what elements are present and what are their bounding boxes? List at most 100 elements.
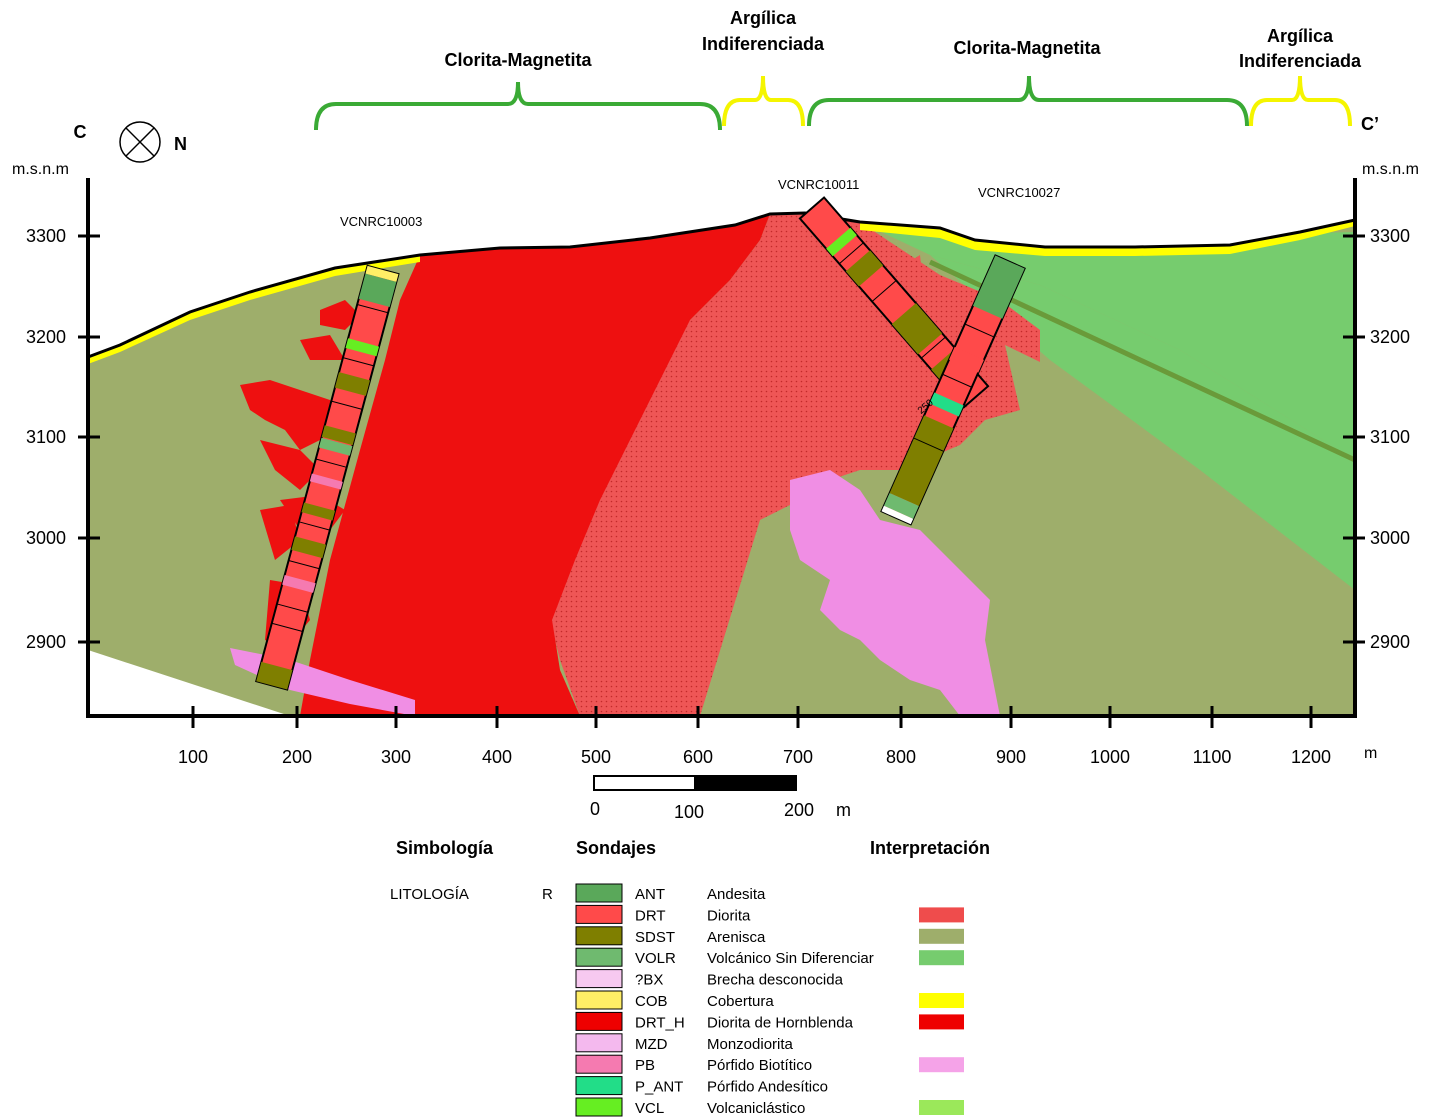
y-tick-label-right: 3300 — [1370, 226, 1410, 246]
legend-hole-swatch — [575, 1097, 623, 1117]
legend-name: Diorita — [707, 907, 751, 924]
legend-title-symbols: Simbología — [396, 838, 494, 858]
legend-interp-swatch — [919, 1100, 964, 1115]
legend-code: VCL — [635, 1100, 664, 1117]
legend-hole-swatch — [575, 947, 623, 967]
drillhole-label-vcnrc10003: VCNRC10003 — [340, 214, 422, 229]
legend-name: Brecha desconocida — [707, 972, 844, 989]
y-tick-label-right: 3100 — [1370, 427, 1410, 447]
legend: Simbología Sondajes Interpretación LITOL… — [390, 838, 990, 1117]
legend-hole-swatch — [575, 990, 623, 1010]
legend-hole-swatch — [575, 1076, 623, 1096]
section-start-label: C — [74, 122, 87, 142]
zone-label-chlorite-2: Clorita-Magnetita — [953, 38, 1101, 58]
x-unit-label: m — [1364, 745, 1377, 762]
cover-unit-left — [88, 255, 420, 364]
legend-item: COB Cobertura — [575, 990, 964, 1010]
drillhole-vcnrc10003[interactable] — [255, 264, 400, 691]
legend-title-interp: Interpretación — [870, 838, 990, 858]
x-tick-label: 1200 — [1291, 747, 1331, 767]
y-tick-label-right: 2900 — [1370, 632, 1410, 652]
zone-brace-argillic-1 — [722, 75, 805, 127]
legend-hole-swatch — [575, 1033, 623, 1053]
x-tick-label: 200 — [282, 747, 312, 767]
x-tick-label: 700 — [783, 747, 813, 767]
legend-group-code: R — [542, 886, 553, 903]
elevation-unit-right: m.s.n.m — [1362, 161, 1419, 178]
legend-interp-swatch — [919, 1057, 964, 1073]
scale-bar: 0 100 200 m — [590, 775, 851, 822]
legend-name: Diorita de Hornblenda — [707, 1014, 854, 1031]
drillhole-vcnrc10027[interactable] — [880, 254, 1026, 526]
legend-hole-swatch — [575, 883, 623, 903]
zone-label-argillic-2-line2: Indiferenciada — [1239, 51, 1362, 71]
topography-line — [87, 211, 1356, 359]
drillhole-label-vcnrc10011: VCNRC10011 — [778, 177, 859, 192]
x-tick-label: 100 — [178, 747, 208, 767]
x-tick-label: 900 — [996, 747, 1026, 767]
elevation-unit-left: m.s.n.m — [12, 161, 69, 178]
legend-interp-swatch — [919, 993, 964, 1008]
zone-brace-argillic-2 — [1249, 75, 1352, 127]
legend-item: PB Pórfido Biotítico — [575, 1054, 964, 1074]
zone-label-argillic-1-line1: Argílica — [730, 8, 797, 28]
scale-label-100: 100 — [674, 802, 704, 822]
volcanic-unit-upper — [860, 222, 1355, 460]
legend-item: DRT Diorita — [575, 904, 964, 924]
y-tick-label-left: 3300 — [26, 226, 66, 246]
legend-hole-swatch — [575, 1011, 623, 1031]
zone-brace-chlorite-1 — [314, 81, 722, 131]
legend-item: P_ANT Pórfido Andesítico — [575, 1076, 828, 1096]
legend-code: ?BX — [635, 972, 663, 989]
legend-name: Monzodiorita — [707, 1036, 794, 1053]
legend-group-label: LITOLOGÍA — [390, 886, 469, 903]
x-tick-label: 400 — [482, 747, 512, 767]
north-label: N — [174, 134, 187, 154]
porphyry-interpreted — [790, 470, 1000, 716]
x-tick-label: 600 — [683, 747, 713, 767]
cover-unit-right — [860, 220, 1355, 256]
x-tick-label: 300 — [381, 747, 411, 767]
north-arrow-icon — [119, 121, 161, 163]
legend-item: VCL Volcaniclástico — [575, 1097, 964, 1117]
y-tick-label-left: 3100 — [26, 427, 66, 447]
scale-label-200: 200 — [784, 800, 814, 820]
x-tick-label: 500 — [581, 747, 611, 767]
legend-name: Volcánico Sin Diferenciar — [707, 950, 874, 967]
legend-code: MZD — [635, 1036, 668, 1053]
legend-code: DRT — [635, 907, 666, 924]
legend-interp-swatch — [919, 1014, 964, 1030]
legend-name: Cobertura — [707, 993, 774, 1010]
zone-label-argillic-1-line2: Indiferenciada — [702, 34, 825, 54]
legend-item: MZD Monzodiorita — [575, 1033, 794, 1053]
zone-label-argillic-2-line1: Argílica — [1267, 26, 1334, 46]
x-tick-label: 1000 — [1090, 747, 1130, 767]
y-tick-label-left: 3000 — [26, 528, 66, 548]
legend-code: P_ANT — [635, 1079, 683, 1096]
legend-code: PB — [635, 1057, 655, 1074]
hornblende-diorite-interpreted — [300, 214, 770, 716]
legend-name: Pórfido Andesítico — [707, 1079, 828, 1096]
legend-title-holes: Sondajes — [576, 838, 656, 858]
x-tick-label: 1100 — [1193, 747, 1232, 767]
legend-item: ?BX Brecha desconocida — [575, 969, 844, 989]
y-tick-label-right: 3200 — [1370, 327, 1410, 347]
legend-name: Pórfido Biotítico — [707, 1057, 812, 1074]
legend-hole-swatch — [575, 969, 623, 989]
legend-name: Volcaniclástico — [707, 1100, 805, 1117]
scale-unit: m — [836, 800, 851, 820]
legend-hole-swatch — [575, 904, 623, 924]
legend-interp-swatch — [919, 950, 964, 966]
legend-hole-swatch — [575, 1054, 623, 1074]
zone-brace-chlorite-2 — [807, 75, 1249, 127]
scale-label-0: 0 — [590, 799, 600, 819]
legend-name: Andesita — [707, 886, 766, 903]
legend-code: COB — [635, 993, 668, 1010]
y-tick-label-right: 3000 — [1370, 528, 1410, 548]
